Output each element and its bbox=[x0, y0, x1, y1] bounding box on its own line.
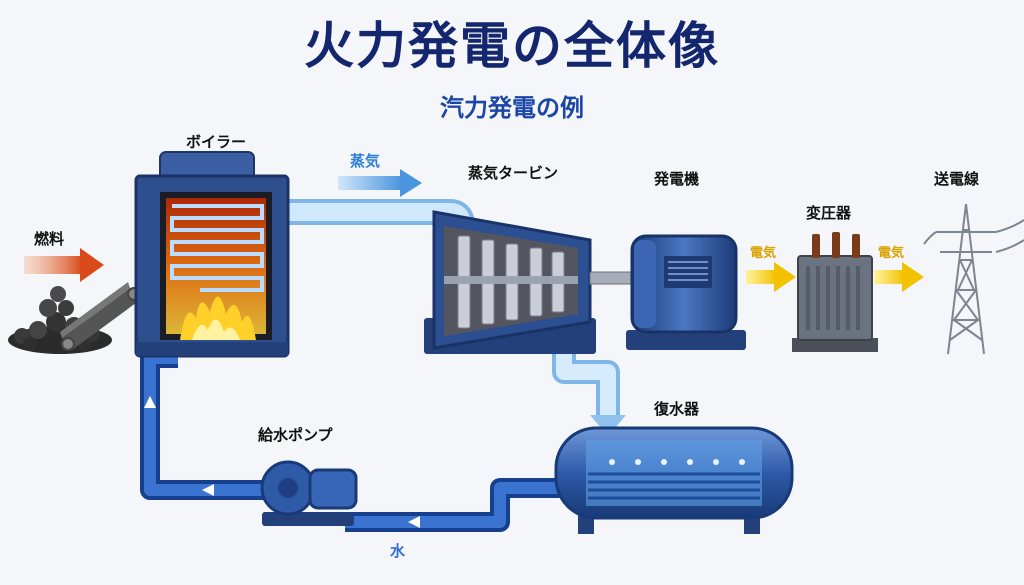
steam-label: 蒸気 bbox=[350, 152, 381, 170]
steam-arrow bbox=[338, 169, 422, 197]
flow-arrow-left bbox=[202, 484, 214, 496]
feed-pump-label: 給水ポンプ bbox=[258, 426, 333, 444]
page-subtitle: 汽力発電の例 bbox=[440, 94, 584, 122]
boiler bbox=[134, 151, 290, 358]
bushing-icon bbox=[812, 232, 860, 258]
transmission-tower bbox=[923, 203, 1024, 355]
transformer bbox=[792, 232, 878, 352]
page-title: 火力発電の全体像 bbox=[304, 17, 720, 75]
electricity-label-2: 電気 bbox=[878, 246, 905, 261]
electric-arrow-1 bbox=[746, 262, 796, 292]
generator bbox=[626, 234, 746, 350]
flow-arrow-left bbox=[408, 516, 420, 528]
transmission-line-label: 送電線 bbox=[934, 170, 980, 188]
electricity-label-1: 電気 bbox=[750, 246, 777, 261]
condenser-label: 復水器 bbox=[654, 400, 700, 418]
shaft bbox=[589, 271, 635, 285]
water-pipe-loop bbox=[140, 348, 560, 532]
fuel-conveyor bbox=[60, 282, 141, 351]
electric-arrow-2 bbox=[874, 262, 924, 292]
water-droplets bbox=[609, 459, 745, 465]
steam-down-arrow bbox=[590, 415, 626, 436]
generator-label: 発電機 bbox=[654, 170, 700, 188]
steam-turbine-label: 蒸気タービン bbox=[468, 164, 559, 182]
transformer-label: 変圧器 bbox=[806, 204, 852, 222]
flow-arrow-up bbox=[144, 396, 156, 408]
steam-turbine bbox=[424, 210, 596, 354]
boiler-label: ボイラー bbox=[186, 133, 247, 151]
fuel-label: 燃料 bbox=[34, 230, 65, 248]
feed-water-pump bbox=[260, 460, 358, 526]
condenser bbox=[554, 426, 794, 534]
water-label: 水 bbox=[390, 542, 406, 560]
fuel-arrow bbox=[24, 248, 104, 282]
